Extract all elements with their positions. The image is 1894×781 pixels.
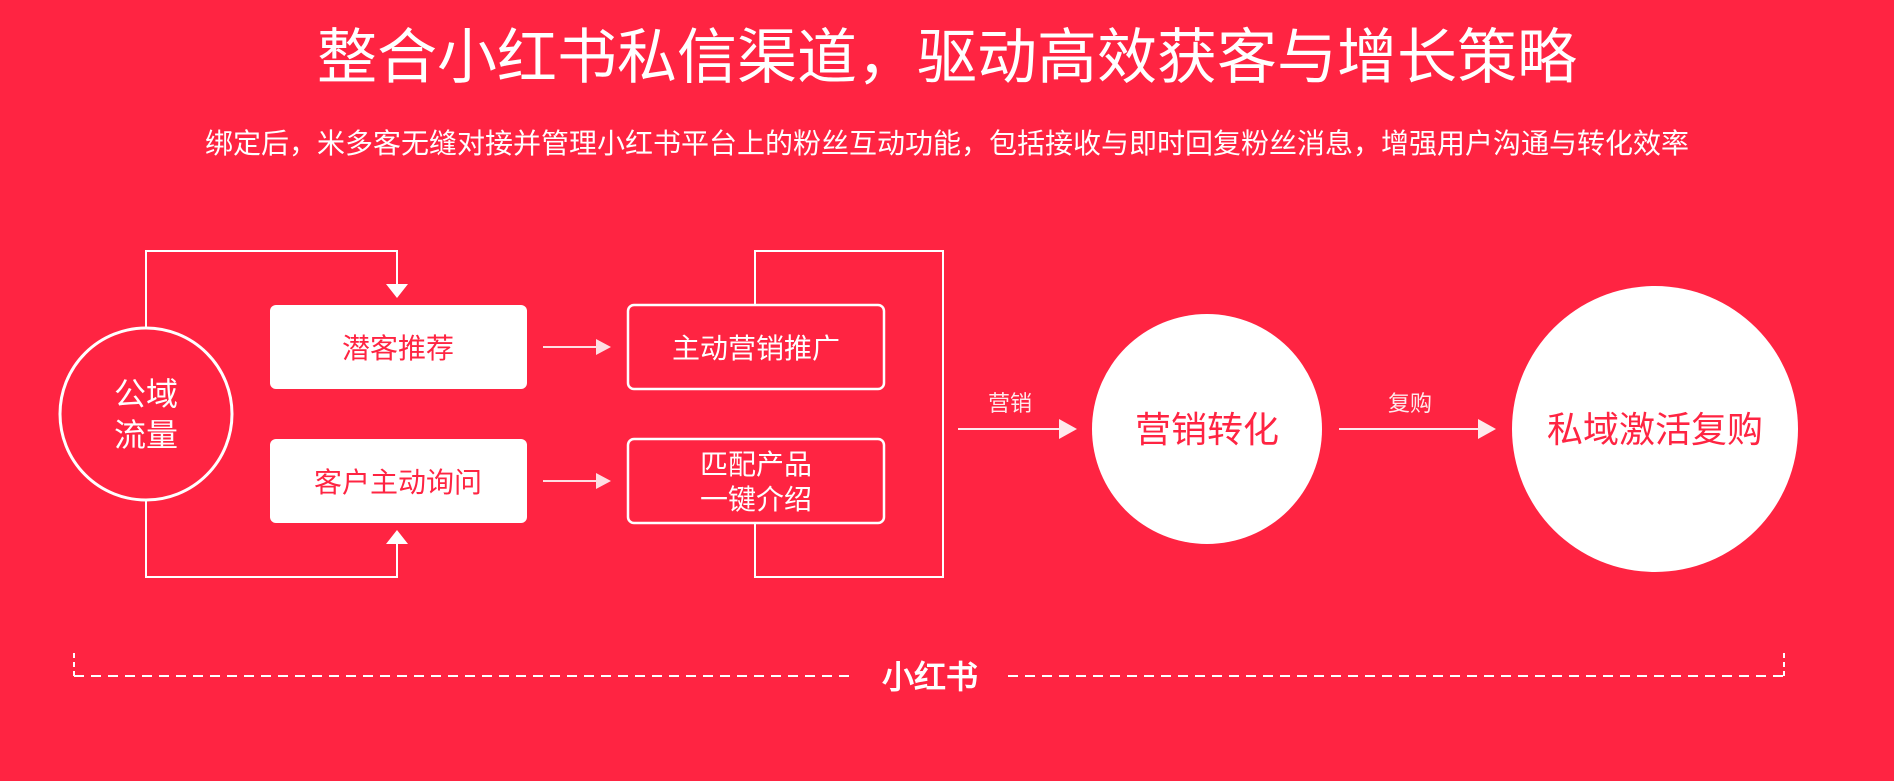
page-subtitle: 绑定后，米多客无缝对接并管理小红书平台上的粉丝互动功能，包括接收与即时回复粉丝消… xyxy=(204,127,1689,160)
active-marketing-label: 主动营销推广 xyxy=(672,332,840,365)
marketing-conversion-node: 营销转化 xyxy=(1092,314,1322,544)
box-product-match: 匹配产品 一键介绍 xyxy=(626,437,886,525)
box-active-marketing: 主动营销推广 xyxy=(626,303,886,391)
arrow-1 xyxy=(543,339,611,355)
private-domain-node: 私域激活复购 xyxy=(1512,286,1798,572)
private-domain-label: 私域激活复购 xyxy=(1547,410,1763,451)
marketing-conversion-label: 营销转化 xyxy=(1135,410,1279,451)
repurchase-arrow-label: 复购 xyxy=(1388,392,1432,417)
page-title: 整合小红书私信渠道，驱动高效获客与增长策略 xyxy=(317,23,1577,93)
top-loop-connector xyxy=(145,250,408,328)
xiaohongshu-logo: 小红书 xyxy=(882,658,978,696)
box-customer-inquiry: 客户主动询问 xyxy=(270,439,527,523)
customer-inquiry-label: 客户主动询问 xyxy=(314,466,482,499)
public-traffic-label-2: 流量 xyxy=(114,416,178,454)
product-match-label-1: 匹配产品 xyxy=(700,448,812,481)
arrow-2 xyxy=(543,473,611,489)
marketing-arrow-label: 营销 xyxy=(988,392,1032,417)
potential-recommend-label: 潜客推荐 xyxy=(342,332,454,365)
product-match-label-2: 一键介绍 xyxy=(700,483,812,516)
right-bracket xyxy=(754,250,944,578)
repurchase-arrow: 复购 xyxy=(1339,392,1496,439)
marketing-arrow: 营销 xyxy=(958,392,1077,439)
public-traffic-label-1: 公域 xyxy=(114,375,178,413)
footer-divider xyxy=(73,653,1785,677)
bottom-loop-connector xyxy=(145,500,408,578)
public-traffic-node: 公域 流量 xyxy=(58,326,234,502)
box-potential-recommend: 潜客推荐 xyxy=(270,305,527,389)
